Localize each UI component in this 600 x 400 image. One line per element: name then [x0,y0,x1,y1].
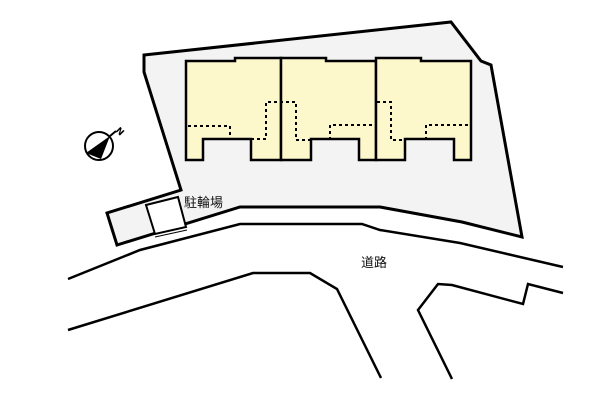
road-label: 道路 [361,255,387,271]
interior-dotted-lines [188,101,470,141]
bicycle-parking-edge [154,229,188,238]
north-label: N [113,126,125,138]
bicycle-parking-area [144,195,188,236]
bicycle-parking-label: 駐輪場 [184,195,223,211]
road-edge-upper [67,222,564,281]
building-unit-3 [374,56,473,162]
north-arrow-compass-icon: N [84,126,125,161]
road-lines [67,222,564,380]
building-unit-2 [279,56,378,162]
building-unit-1 [184,56,283,162]
road-edge-lower-left [67,271,383,379]
building [184,56,473,162]
road-edge-lower-right [416,282,564,380]
